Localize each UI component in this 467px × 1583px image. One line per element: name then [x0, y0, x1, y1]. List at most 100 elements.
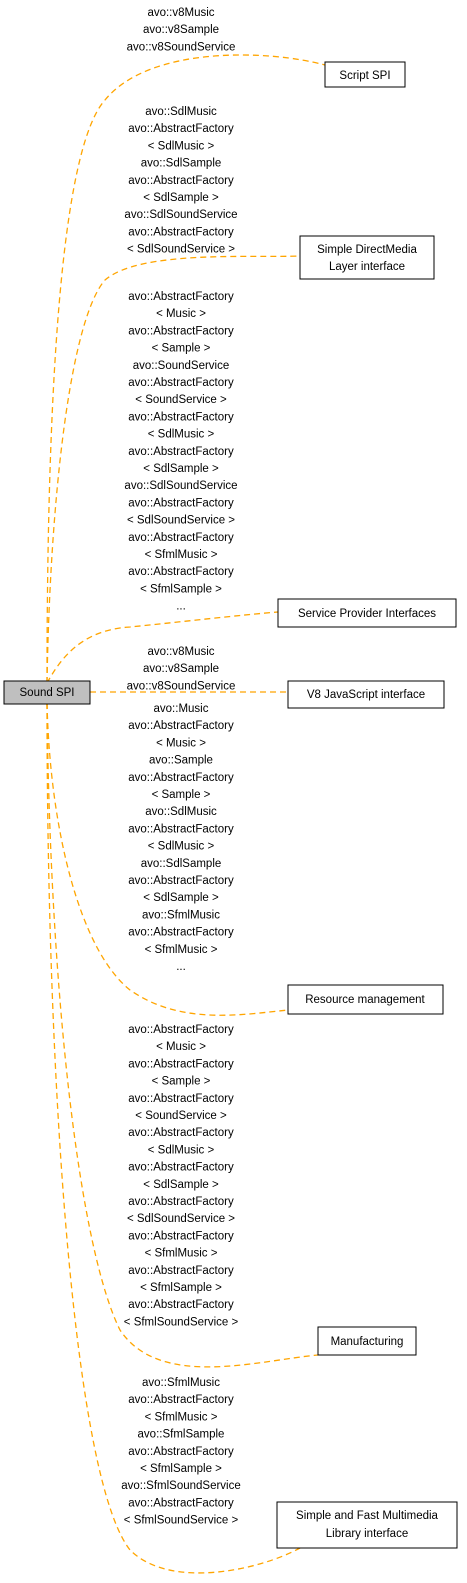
node-sdl-label-1: Simple DirectMedia: [317, 244, 417, 256]
edge-label-manufacturing-12: avo::AbstractFactory: [128, 1230, 234, 1242]
edge-label-spi-13: < SdlSoundService >: [127, 515, 235, 527]
edge-label-spi-11: avo::SdlSoundService: [124, 480, 237, 492]
edge-label-spi-15: < SfmlMusic >: [145, 549, 218, 561]
edge-label-resource-11: < SdlSample >: [143, 892, 219, 904]
edge-label-sfml-5: < SfmlSample >: [140, 1463, 222, 1475]
edge-label-spi-6: < SoundService >: [135, 394, 227, 406]
edge-label-sfml-0: avo::SfmlMusic: [142, 1377, 220, 1389]
edge-label-manufacturing-9: < SdlSample >: [143, 1179, 219, 1191]
edge-label-sdl-4: avo::AbstractFactory: [128, 175, 234, 187]
edge-label-sdl-0: avo::SdlMusic: [145, 106, 217, 118]
edge-label-sdl-8: < SdlSoundService >: [127, 244, 235, 256]
edge-label-spi-2: avo::AbstractFactory: [128, 325, 234, 337]
edge-label-resource-1: avo::AbstractFactory: [128, 720, 234, 732]
edge-label-spi-10: < SdlSample >: [143, 463, 219, 475]
edge-label-resource-0: avo::Music: [154, 703, 209, 715]
edge-label-manufacturing-10: avo::AbstractFactory: [128, 1196, 234, 1208]
edge-label-resource-2: < Music >: [156, 737, 206, 749]
edge-label-spi-14: avo::AbstractFactory: [128, 532, 234, 544]
edge-label-sdl-2: < SdlMusic >: [148, 140, 215, 152]
edge-labels-script: avo::v8Musicavo::v8Sampleavo::v8SoundSer…: [127, 7, 236, 53]
edge-label-spi-0: avo::AbstractFactory: [128, 291, 234, 303]
edge-label-sfml-2: < SfmlMusic >: [145, 1411, 218, 1423]
edge-label-resource-12: avo::SfmlMusic: [142, 909, 220, 921]
node-sfml[interactable]: Simple and Fast Multimedia Library inter…: [276, 1501, 458, 1549]
center-node-box[interactable]: [3, 680, 91, 705]
edge-label-resource-15: ...: [176, 961, 186, 973]
edge-label-script-0: avo::v8Music: [147, 7, 214, 19]
edge-label-sfml-3: avo::SfmlSample: [138, 1429, 225, 1441]
edge-label-manufacturing-16: avo::AbstractFactory: [128, 1299, 234, 1311]
node-spi-label: Service Provider Interfaces: [298, 608, 436, 620]
edge-label-resource-13: avo::AbstractFactory: [128, 927, 234, 939]
edge-label-resource-5: < Sample >: [152, 789, 211, 801]
node-v8[interactable]: V8 JavaScript interface: [287, 680, 445, 709]
edge-label-v8-1: avo::v8Sample: [143, 663, 219, 675]
edge-label-manufacturing-14: avo::AbstractFactory: [128, 1265, 234, 1277]
edge-labels-v8: avo::v8Musicavo::v8Sampleavo::v8SoundSer…: [127, 646, 236, 692]
node-resource-label: Resource management: [305, 994, 425, 1006]
edge-label-manufacturing-6: avo::AbstractFactory: [128, 1127, 234, 1139]
edge-script: [46, 54, 326, 684]
edge-label-sdl-3: avo::SdlSample: [141, 158, 222, 170]
edge-label-sfml-8: < SfmlSoundService >: [124, 1515, 239, 1527]
node-resource[interactable]: Resource management: [287, 984, 444, 1015]
edge-label-manufacturing-2: avo::AbstractFactory: [128, 1058, 234, 1070]
edge-label-spi-17: < SfmlSample >: [140, 583, 222, 595]
node-manufacturing-label: Manufacturing: [331, 1336, 404, 1348]
edge-label-manufacturing-15: < SfmlSample >: [140, 1282, 222, 1294]
edge-label-resource-3: avo::Sample: [149, 755, 213, 767]
node-spi[interactable]: Service Provider Interfaces: [277, 598, 457, 628]
center-node-label: Sound SPI: [20, 687, 75, 699]
edge-label-spi-3: < Sample >: [152, 343, 211, 355]
edge-label-spi-16: avo::AbstractFactory: [128, 566, 234, 578]
node-v8-label: V8 JavaScript interface: [307, 689, 425, 701]
edge-label-manufacturing-1: < Music >: [156, 1041, 206, 1053]
edge-label-sdl-6: avo::SdlSoundService: [124, 209, 237, 221]
edge-label-manufacturing-3: < Sample >: [152, 1076, 211, 1088]
edge-label-manufacturing-17: < SfmlSoundService >: [124, 1316, 239, 1328]
node-sfml-label-1: Simple and Fast Multimedia: [296, 1510, 438, 1522]
edge-label-resource-14: < SfmlMusic >: [145, 944, 218, 956]
edge-label-spi-18: ...: [176, 601, 186, 613]
edge-label-manufacturing-11: < SdlSoundService >: [127, 1213, 235, 1225]
edge-label-spi-8: < SdlMusic >: [148, 429, 215, 441]
node-script[interactable]: Script SPI: [324, 61, 406, 88]
node-sfml-label-2: Library interface: [326, 1528, 408, 1540]
edge-label-sfml-6: avo::SfmlSoundService: [121, 1480, 241, 1492]
node-manufacturing[interactable]: Manufacturing: [317, 1326, 417, 1356]
edge-label-manufacturing-8: avo::AbstractFactory: [128, 1162, 234, 1174]
edge-label-resource-7: avo::AbstractFactory: [128, 823, 234, 835]
edge-manufacturing: [46, 702, 319, 1368]
edge-label-sfml-7: avo::AbstractFactory: [128, 1497, 234, 1509]
edge-sfml: [46, 702, 301, 1574]
edge-label-script-1: avo::v8Sample: [143, 24, 219, 36]
edge-label-resource-6: avo::SdlMusic: [145, 806, 217, 818]
edge-label-sdl-7: avo::AbstractFactory: [128, 226, 234, 238]
edge-labels-spi: avo::AbstractFactory< Music >avo::Abstra…: [124, 291, 237, 613]
edge-label-spi-5: avo::AbstractFactory: [128, 377, 234, 389]
edge-label-manufacturing-5: < SoundService >: [135, 1110, 227, 1122]
edge-label-sfml-1: avo::AbstractFactory: [128, 1394, 234, 1406]
edge-label-resource-8: < SdlMusic >: [148, 841, 215, 853]
edge-label-script-2: avo::v8SoundService: [127, 41, 236, 53]
edge-label-manufacturing-0: avo::AbstractFactory: [128, 1024, 234, 1036]
edge-label-sdl-5: < SdlSample >: [143, 192, 219, 204]
edge-resource: [46, 702, 289, 1016]
edge-label-spi-4: avo::SoundService: [133, 360, 230, 372]
node-sdl[interactable]: Simple DirectMedia Layer interface: [299, 235, 435, 280]
edge-label-resource-10: avo::AbstractFactory: [128, 875, 234, 887]
node-sdl-label-2: Layer interface: [329, 261, 405, 273]
edge-label-spi-12: avo::AbstractFactory: [128, 497, 234, 509]
edge-label-manufacturing-7: < SdlMusic >: [148, 1144, 215, 1156]
edge-sdl: [46, 255, 301, 684]
edge-label-spi-9: avo::AbstractFactory: [128, 446, 234, 458]
edge-label-manufacturing-4: avo::AbstractFactory: [128, 1093, 234, 1105]
edge-label-v8-2: avo::v8SoundService: [127, 680, 236, 692]
edge-label-manufacturing-13: < SfmlMusic >: [145, 1248, 218, 1260]
node-script-label: Script SPI: [339, 70, 390, 82]
edge-label-resource-4: avo::AbstractFactory: [128, 772, 234, 784]
